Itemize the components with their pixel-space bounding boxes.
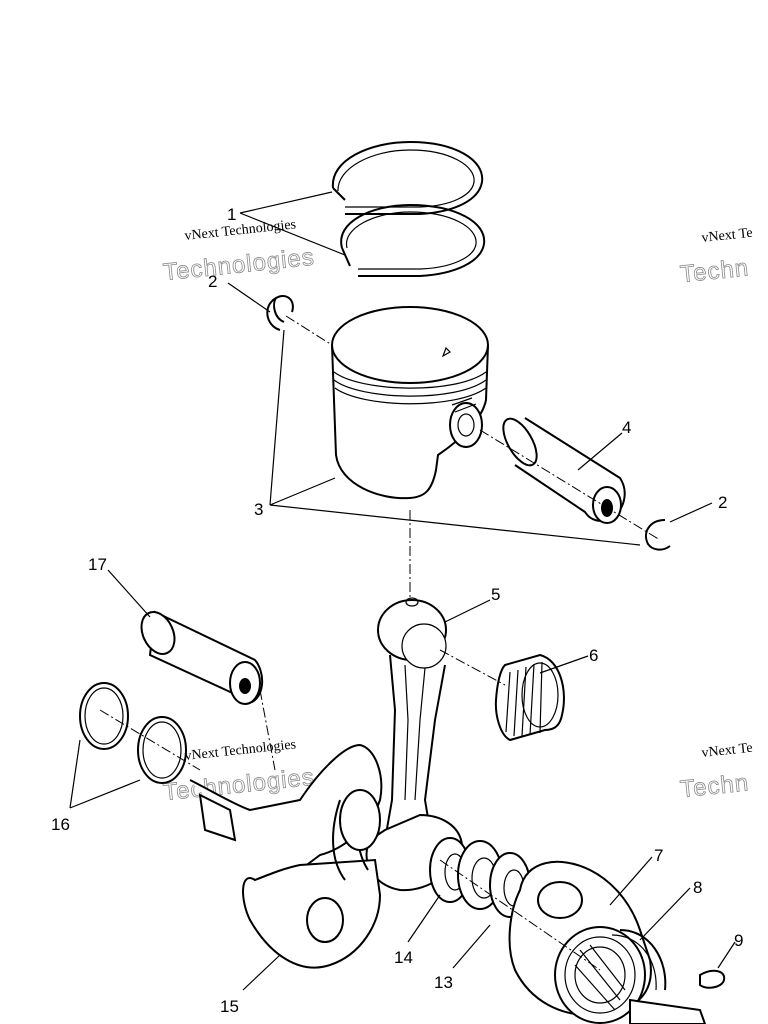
main-bearing [554,926,646,1024]
leader-1 [239,191,346,256]
leader-17 [107,569,151,618]
leader-2a [227,282,271,313]
leader-8 [639,887,691,941]
callout-5: 5 [491,585,500,604]
watermark-outline-text: Technologies [162,244,316,287]
watermark-text: vNext Technologies [184,217,297,244]
watermark-1: vNext Technologies Technologies [162,217,317,287]
callout-13: 13 [434,973,453,992]
needle-bearing [494,653,565,742]
callout-16: 16 [51,815,70,834]
centerline-crank-pin [259,689,276,771]
callout-3: 3 [254,500,263,519]
callout-14: 14 [394,948,413,967]
callout-4: 4 [622,418,631,437]
leader-14 [407,894,441,943]
leader-9 [717,941,736,969]
woodruff-key [699,969,726,989]
piston-ring-lower [340,203,486,277]
centerline-pin [479,429,661,541]
watermark-text: vNext Te [701,226,754,246]
callout-9: 9 [734,931,743,950]
crankshaft-stub [629,998,707,1024]
centerline-rod-bearing [439,649,506,686]
leader-15 [242,954,281,991]
crankshaft [189,743,383,969]
leader-6 [539,655,589,674]
shims [79,682,187,784]
piston-ring-upper [331,140,484,215]
callout-1: 1 [227,205,236,224]
leader-7 [609,856,653,906]
leader-5 [444,599,491,623]
leader-13 [452,924,491,969]
crank-pin [140,610,264,705]
leader-16 [69,739,141,809]
watermark-outline-text: Techn [679,254,750,288]
callout-17: 17 [88,555,107,574]
watermark-4: vNext Te Techn [679,741,754,804]
callout-15: 15 [220,997,239,1016]
leader-3 [269,329,641,546]
leader-2b [669,502,713,523]
callout-2-upper: 2 [208,272,217,291]
callout-6: 6 [589,646,598,665]
watermark-2: vNext Technologies Technologies [162,737,317,807]
watermark-3: vNext Te Techn [679,226,754,289]
watermark-text: vNext Te [701,741,754,761]
watermark-text: vNext Technologies [184,737,297,764]
piston [331,306,489,500]
callout-2-right: 2 [718,493,727,512]
watermark-outline-text: Techn [679,769,750,803]
callout-7: 7 [654,846,663,865]
oil-seal [611,929,667,991]
leader-4 [577,432,623,471]
circlip-left [266,294,294,331]
callout-8: 8 [693,878,702,897]
watermark-outline-text: Technologies [162,764,316,807]
centerline-shims [99,709,201,771]
centerline-crank [439,859,601,971]
circlip-right [645,519,671,551]
centerline-clip [285,315,333,346]
piston-pin [502,417,626,524]
